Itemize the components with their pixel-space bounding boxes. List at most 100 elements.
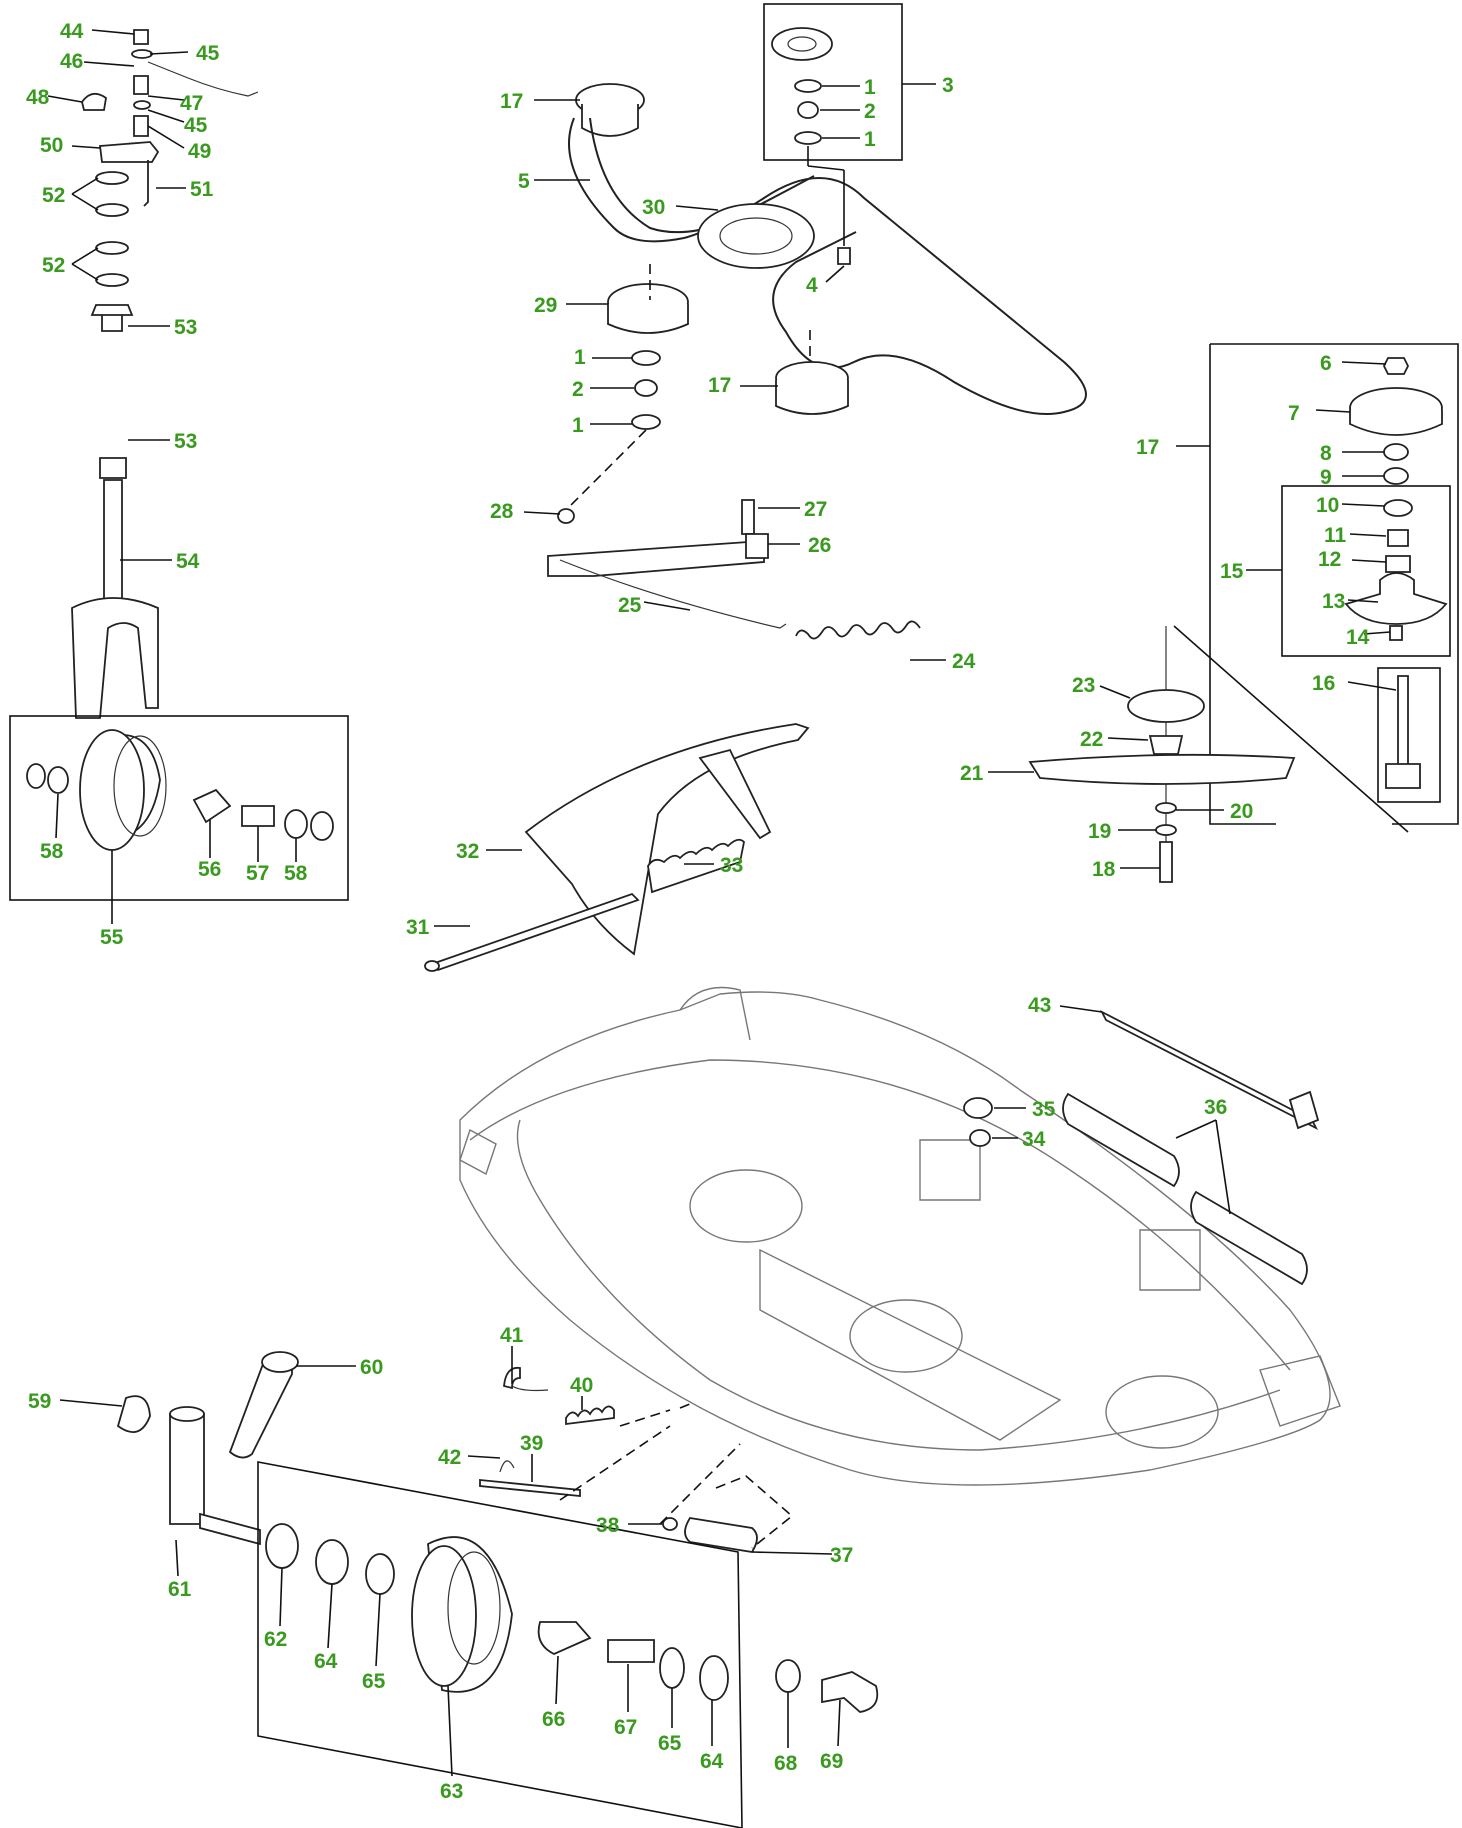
callout-9: 9	[1320, 466, 1332, 489]
callout-16: 16	[1312, 672, 1335, 695]
callout-lines-wheel	[55, 793, 297, 924]
callout-13: 13	[1322, 590, 1345, 613]
callout-55: 55	[100, 926, 124, 949]
idler-bracket-assembly	[81, 29, 259, 332]
callout-65: 65	[658, 1732, 682, 1755]
callout-26: 26	[808, 534, 831, 557]
callout-38: 38	[596, 1514, 620, 1537]
callout-15: 15	[1220, 560, 1244, 583]
callout-50: 50	[40, 134, 63, 157]
callout-39: 39	[520, 1432, 543, 1455]
spindle-assembly-box	[1210, 343, 1459, 825]
callout-1: 1	[864, 128, 876, 151]
gauge-wheel-arm	[116, 1351, 299, 1546]
caster-wheel	[26, 729, 334, 851]
callout-20: 20	[1230, 800, 1253, 823]
callout-labels: 44 45 46 47 48 45 49 50 51 52 52 53 53 5…	[26, 20, 1370, 1803]
callout-18: 18	[1092, 858, 1116, 881]
callout-56: 56	[198, 858, 221, 881]
callout-52: 52	[42, 254, 65, 277]
callout-lines-spindle	[1176, 361, 1397, 691]
callout-68: 68	[774, 1752, 798, 1775]
deck-rear-hardware	[479, 1366, 758, 1553]
spindle-shaft-box	[1377, 667, 1441, 803]
callout-17: 17	[1136, 436, 1159, 459]
callout-53: 53	[174, 430, 197, 453]
callout-40: 40	[570, 1374, 593, 1397]
callout-lines-chute	[434, 849, 714, 927]
callout-24: 24	[952, 650, 976, 673]
callout-28: 28	[490, 500, 514, 523]
callout-59: 59	[28, 1390, 51, 1413]
callout-66: 66	[542, 1708, 565, 1731]
callout-43: 43	[1028, 994, 1051, 1017]
callout-4: 4	[806, 274, 818, 297]
callout-42: 42	[438, 1446, 461, 1469]
callout-17: 17	[500, 90, 523, 113]
callout-lines-gauge-arm	[59, 1365, 356, 1577]
callout-44: 44	[60, 20, 84, 43]
callout-32: 32	[456, 840, 479, 863]
callout-19: 19	[1088, 820, 1111, 843]
callout-67: 67	[614, 1716, 637, 1739]
callout-52: 52	[42, 184, 65, 207]
gauge-wheel-box	[257, 1461, 743, 1828]
caster-wheel-box	[9, 715, 349, 901]
blade-assembly	[1028, 626, 1296, 883]
caster-arm	[71, 457, 159, 719]
callout-25: 25	[618, 594, 642, 617]
callout-lines-deck	[992, 1005, 1231, 1215]
deck-rollers-hardware	[963, 1009, 1320, 1286]
spindle-housing-box	[1281, 485, 1451, 657]
callout-11: 11	[1324, 524, 1347, 547]
pulley-kit	[771, 27, 845, 246]
callout-10: 10	[1316, 494, 1339, 517]
callout-64: 64	[314, 1650, 338, 1673]
callout-63: 63	[440, 1780, 463, 1803]
callout-30: 30	[642, 196, 665, 219]
callout-34: 34	[1022, 1128, 1046, 1151]
callout-22: 22	[1080, 728, 1103, 751]
idler-arm	[547, 429, 921, 640]
callout-58: 58	[40, 840, 64, 863]
callout-lines-gauge-wheel	[279, 1567, 841, 1777]
callout-53: 53	[174, 316, 197, 339]
callout-7: 7	[1288, 402, 1300, 425]
callout-57: 57	[246, 862, 269, 885]
callout-lines-belt	[534, 99, 845, 425]
callout-21: 21	[960, 762, 984, 785]
callout-31: 31	[406, 916, 430, 939]
callout-46: 46	[60, 50, 83, 73]
mower-deck	[459, 986, 1341, 1486]
callout-48: 48	[26, 86, 50, 109]
callout-2: 2	[864, 100, 876, 123]
callout-35: 35	[1032, 1098, 1056, 1121]
callout-45: 45	[184, 114, 208, 137]
callout-2: 2	[572, 378, 584, 401]
callout-36: 36	[1204, 1096, 1227, 1119]
callout-60: 60	[360, 1356, 383, 1379]
pulley-kit-box	[763, 3, 903, 161]
callout-1: 1	[864, 76, 876, 99]
spindle-assembly	[1344, 357, 1448, 789]
callout-1: 1	[572, 414, 584, 437]
callout-lines-blade	[988, 685, 1224, 869]
dashed-assembly-lines	[559, 1403, 794, 1549]
callout-37: 37	[830, 1544, 853, 1567]
callout-61: 61	[168, 1578, 192, 1601]
callout-lines-top-left	[47, 29, 189, 327]
callout-45: 45	[196, 42, 220, 65]
callout-27: 27	[804, 498, 827, 521]
callout-12: 12	[1318, 548, 1341, 571]
callout-33: 33	[720, 854, 743, 877]
callout-14: 14	[1346, 626, 1370, 649]
callout-3: 3	[942, 74, 954, 97]
callout-51: 51	[190, 178, 214, 201]
callout-lines-idler-arm	[523, 507, 946, 661]
callout-lines-rear-hardware	[467, 1346, 833, 1555]
callout-54: 54	[176, 550, 200, 573]
callout-64: 64	[700, 1750, 724, 1773]
callout-62: 62	[264, 1628, 287, 1651]
callout-5: 5	[518, 170, 530, 193]
callout-23: 23	[1072, 674, 1095, 697]
